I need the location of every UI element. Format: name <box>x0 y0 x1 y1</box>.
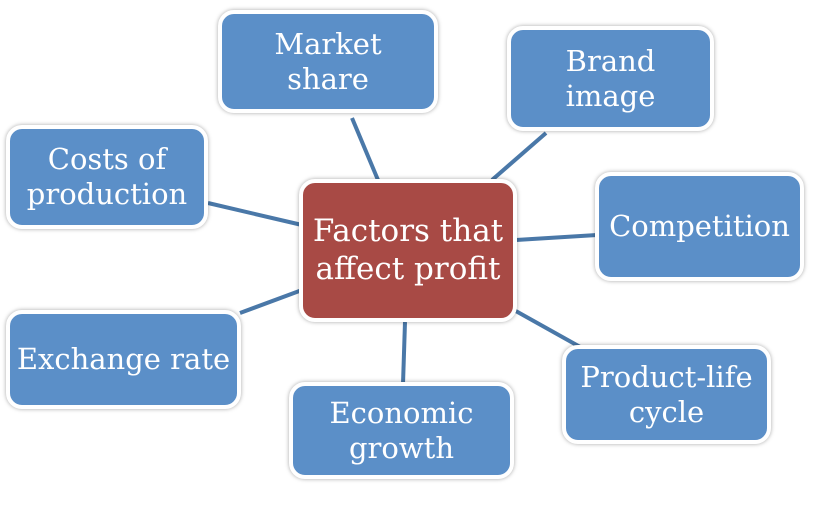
node-label: Economic growth <box>329 395 474 465</box>
node-label: Costs of production <box>26 142 188 211</box>
connector-competition <box>515 233 598 242</box>
node-label: Product-life cycle <box>580 359 753 429</box>
node-label: Market share <box>274 26 382 96</box>
node-costs-of-production: Costs of production <box>6 125 208 229</box>
node-label: Competition <box>609 209 790 244</box>
node-label: Exchange rate <box>16 342 231 377</box>
node-brand-image: Brand image <box>507 26 714 131</box>
connector-exchange-rate <box>239 288 303 315</box>
node-product-life-cycle: Product-life cycle <box>562 345 771 444</box>
node-economic-growth: Economic growth <box>289 382 514 479</box>
connector-market-share <box>350 117 380 181</box>
connector-product-life-cycle <box>513 308 583 350</box>
connector-brand-image <box>490 131 548 182</box>
node-competition: Competition <box>595 172 804 281</box>
connector-economic-growth <box>401 321 407 385</box>
center-label: Factors that affect profit <box>312 213 504 287</box>
center-node: Factors that affect profit <box>299 179 517 322</box>
node-exchange-rate: Exchange rate <box>6 310 241 409</box>
connector-costs <box>207 201 303 227</box>
node-market-share: Market share <box>218 10 438 113</box>
node-label: Brand image <box>565 43 656 113</box>
